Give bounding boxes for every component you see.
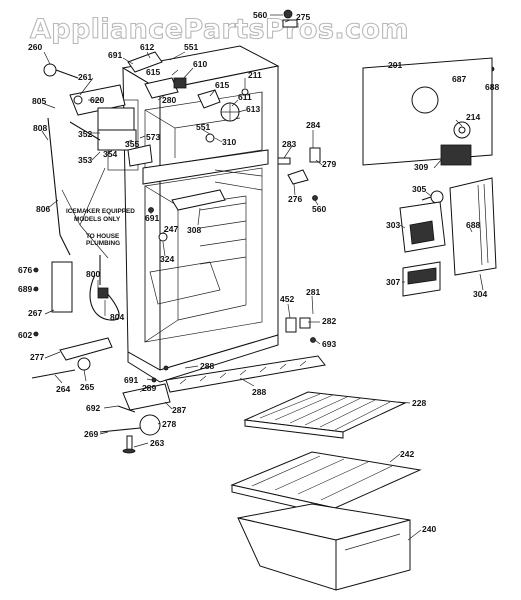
part-label-804: 804 [110, 312, 124, 322]
part-label-611: 611 [238, 92, 252, 102]
part-label-352: 352 [78, 129, 92, 139]
part-label-353: 353 [78, 155, 92, 165]
part-label-687: 687 [452, 74, 466, 84]
part-label-689: 689 [18, 284, 32, 294]
wire-shelf [243, 391, 407, 439]
part-label-560: 560 [253, 10, 267, 20]
part-label-324: 324 [160, 254, 174, 264]
part-label-620: 620 [90, 95, 104, 105]
part-label-805: 805 [32, 96, 46, 106]
part-label-260: 260 [28, 42, 42, 52]
part-label-551b: 551 [196, 122, 210, 132]
part-label-288b: 288 [252, 387, 266, 397]
part-label-602: 602 [18, 330, 32, 340]
part-label-691: 691 [108, 50, 122, 60]
part-label-691c: 691 [124, 375, 138, 385]
part-label-201: 201 [388, 60, 402, 70]
part-label-263: 263 [150, 438, 164, 448]
plumbing-note-line-2: PLUMBING [86, 240, 120, 247]
part-label-289: 289 [142, 383, 156, 393]
part-label-284: 284 [306, 120, 320, 130]
part-label-288: 288 [200, 361, 214, 371]
leveling-and-rollers [31, 337, 171, 454]
part-label-280: 280 [162, 95, 176, 105]
icemaker-note-line-2: MODELS ONLY [74, 216, 121, 223]
part-label-304: 304 [473, 289, 487, 299]
part-label-228: 228 [412, 398, 426, 408]
part-label-265: 265 [80, 382, 94, 392]
icemaker-note-line-1: ICEMAKER EQUIPPED [66, 208, 135, 215]
plumbing-note-line-1: TO HOUSE [86, 233, 120, 240]
control-housing [399, 177, 497, 297]
water-line-assembly [47, 117, 120, 321]
part-label-612: 612 [140, 42, 154, 52]
control-panel [362, 57, 493, 204]
part-label-303: 303 [386, 220, 400, 230]
part-label-276: 276 [288, 194, 302, 204]
refrigerator-cabinet [107, 45, 280, 383]
part-label-305: 305 [412, 184, 426, 194]
part-label-240: 240 [422, 524, 436, 534]
part-label-214: 214 [466, 112, 480, 122]
part-label-688b: 688 [466, 220, 480, 230]
part-label-691b: 691 [145, 213, 159, 223]
part-label-693: 693 [322, 339, 336, 349]
shelf-support [171, 189, 226, 211]
freezer-fan-assembly [43, 9, 298, 143]
leader-lines [32, 14, 484, 541]
part-label-267: 267 [28, 308, 42, 318]
part-label-688: 688 [485, 82, 499, 92]
part-label-354: 354 [103, 149, 117, 159]
part-label-277: 277 [30, 352, 44, 362]
part-label-808: 808 [33, 123, 47, 133]
part-label-309: 309 [414, 162, 428, 172]
part-label-261: 261 [78, 72, 92, 82]
part-label-242: 242 [400, 449, 414, 459]
part-label-279: 279 [322, 159, 336, 169]
part-label-281: 281 [306, 287, 320, 297]
part-label-610: 610 [193, 59, 207, 69]
crisper-drawer [237, 503, 411, 591]
part-label-278: 278 [162, 419, 176, 429]
part-label-307: 307 [386, 277, 400, 287]
hinge-parts [277, 147, 321, 333]
part-label-247: 247 [164, 224, 178, 234]
part-label-283: 283 [282, 139, 296, 149]
watermark-text: AppliancePartsPros.com [30, 14, 409, 45]
part-label-355: 355 [125, 139, 139, 149]
part-label-800: 800 [86, 269, 100, 279]
part-label-676: 676 [18, 265, 32, 275]
part-label-275: 275 [296, 12, 310, 22]
part-label-269: 269 [84, 429, 98, 439]
part-label-560b: 560 [312, 204, 326, 214]
part-label-615b: 615 [215, 80, 229, 90]
part-label-308: 308 [187, 225, 201, 235]
part-label-806: 806 [36, 204, 50, 214]
base-grille [165, 355, 326, 393]
part-label-573: 573 [146, 132, 160, 142]
part-label-282: 282 [322, 316, 336, 326]
part-label-692: 692 [86, 403, 100, 413]
part-label-551: 551 [184, 42, 198, 52]
part-label-264: 264 [56, 384, 70, 394]
part-label-310: 310 [222, 137, 236, 147]
part-label-287: 287 [172, 405, 186, 415]
part-label-211: 211 [248, 70, 262, 80]
part-label-615: 615 [146, 67, 160, 77]
part-label-452: 452 [280, 294, 294, 304]
part-labels: 560 275 260 691 612 551 615 610 211 201 … [18, 10, 499, 534]
part-label-613: 613 [246, 104, 260, 114]
